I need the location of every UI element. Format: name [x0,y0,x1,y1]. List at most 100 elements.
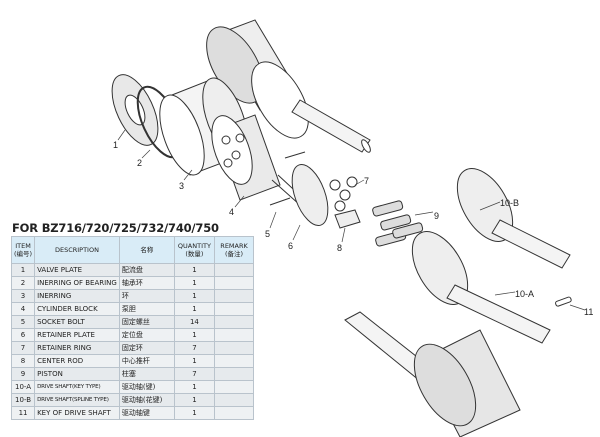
callout-10b: 10-B [500,198,519,208]
cell-item: 10-A [10,380,36,394]
cell-item: 3 [10,289,36,303]
cell-remark [214,354,254,368]
callout-11: 11 [584,307,593,317]
cell-quantity: 1 [173,289,216,303]
cell-name-cn: 固定螺丝 [118,315,175,329]
cell-description: RETAINER PLATE [34,328,120,342]
part-retainer-plate [291,163,329,227]
cell-remark [214,393,254,407]
cell-description: SOCKET BOLT [34,315,120,329]
cell-name-cn: 柱塞 [118,367,175,381]
cell-quantity: 7 [173,341,216,355]
cell-remark [214,276,254,290]
cell-quantity: 1 [173,263,216,277]
header-description: DESCRIPTION [34,236,120,264]
cell-quantity: 1 [173,276,216,290]
assembled-pump-bottom [344,311,521,437]
cell-description: KEY OF DRIVE SHAFT [34,406,120,420]
cell-name-cn: 轴承环 [118,276,175,290]
part-center-rod [334,209,361,229]
cell-description: PISTON [34,367,120,381]
cell-description: VALVE PLATE [34,263,120,277]
assembled-pump-top [206,19,371,153]
part-cylinder-block [211,114,281,201]
cell-description: CENTER ROD [34,354,120,368]
part-retainer-rings [329,176,358,212]
cell-description: DRIVE SHAFT(SPLINE TYPE) [34,393,120,407]
cell-description: RETAINER RING [34,341,120,355]
cell-item: 5 [10,315,36,329]
table-header-row: ITEM(编号) DESCRIPTION 名称 QUANTITY(数量) REM… [10,236,254,264]
cell-remark [214,406,254,420]
cell-item: 6 [10,328,36,342]
cell-item: 10-B [10,393,36,407]
callout-8: 8 [337,243,342,253]
parts-table: ITEM(编号) DESCRIPTION 名称 QUANTITY(数量) REM… [10,236,254,420]
cell-quantity: 7 [173,367,216,381]
callout-7: 7 [364,176,369,186]
header-name-cn: 名称 [118,236,175,264]
cell-remark [214,315,254,329]
cell-remark [214,341,254,355]
cell-name-cn: 环 [118,289,175,303]
cell-item: 11 [10,406,36,420]
cell-item: 9 [10,367,36,381]
callout-5: 5 [265,229,270,239]
cell-name-cn: 泵胆 [118,302,175,316]
cell-remark [214,367,254,381]
cell-remark [214,263,254,277]
cell-name-cn: 固定环 [118,341,175,355]
cell-description: INERRING [34,289,120,303]
callout-2: 2 [137,158,142,168]
part-pistons [372,200,424,247]
cell-description: CYLINDER BLOCK [34,302,120,316]
cell-name-cn: 驱动轴键 [118,406,175,420]
cell-description: DRIVE SHAFT(KEY TYPE) [34,380,120,394]
cell-quantity: 1 [173,380,216,394]
cell-quantity: 1 [173,302,216,316]
table-title: FOR BZ716/720/725/732/740/750 [12,221,219,235]
header-item: ITEM(编号) [10,236,36,264]
cell-remark [214,289,254,303]
cell-item: 2 [10,276,36,290]
cell-item: 8 [10,354,36,368]
part-drive-shaft-spline [456,168,571,269]
callout-6: 6 [288,241,293,251]
cell-item: 4 [10,302,36,316]
part-drive-shaft-key [411,231,551,344]
cell-name-cn: 驱动轴(花键) [118,393,175,407]
header-quantity: QUANTITY(数量) [173,236,216,264]
cell-quantity: 1 [173,406,216,420]
cell-remark [214,328,254,342]
callout-3: 3 [179,181,184,191]
cell-remark [214,302,254,316]
cell-name-cn: 配流盘 [118,263,175,277]
cell-quantity: 1 [173,328,216,342]
header-remark: REMARK(备注) [214,236,254,264]
cell-name-cn: 中心推杆 [118,354,175,368]
cell-quantity: 1 [173,393,216,407]
callout-1: 1 [113,140,118,150]
cell-description: INERRING OF BEARING [34,276,120,290]
callout-4: 4 [229,207,234,217]
cell-item: 7 [10,341,36,355]
cell-quantity: 1 [173,354,216,368]
cell-remark [214,380,254,394]
callout-9: 9 [434,211,439,221]
cell-quantity: 14 [173,315,216,329]
cell-name-cn: 定位盘 [118,328,175,342]
callout-10a: 10-A [515,289,534,299]
cell-item: 1 [10,263,36,277]
